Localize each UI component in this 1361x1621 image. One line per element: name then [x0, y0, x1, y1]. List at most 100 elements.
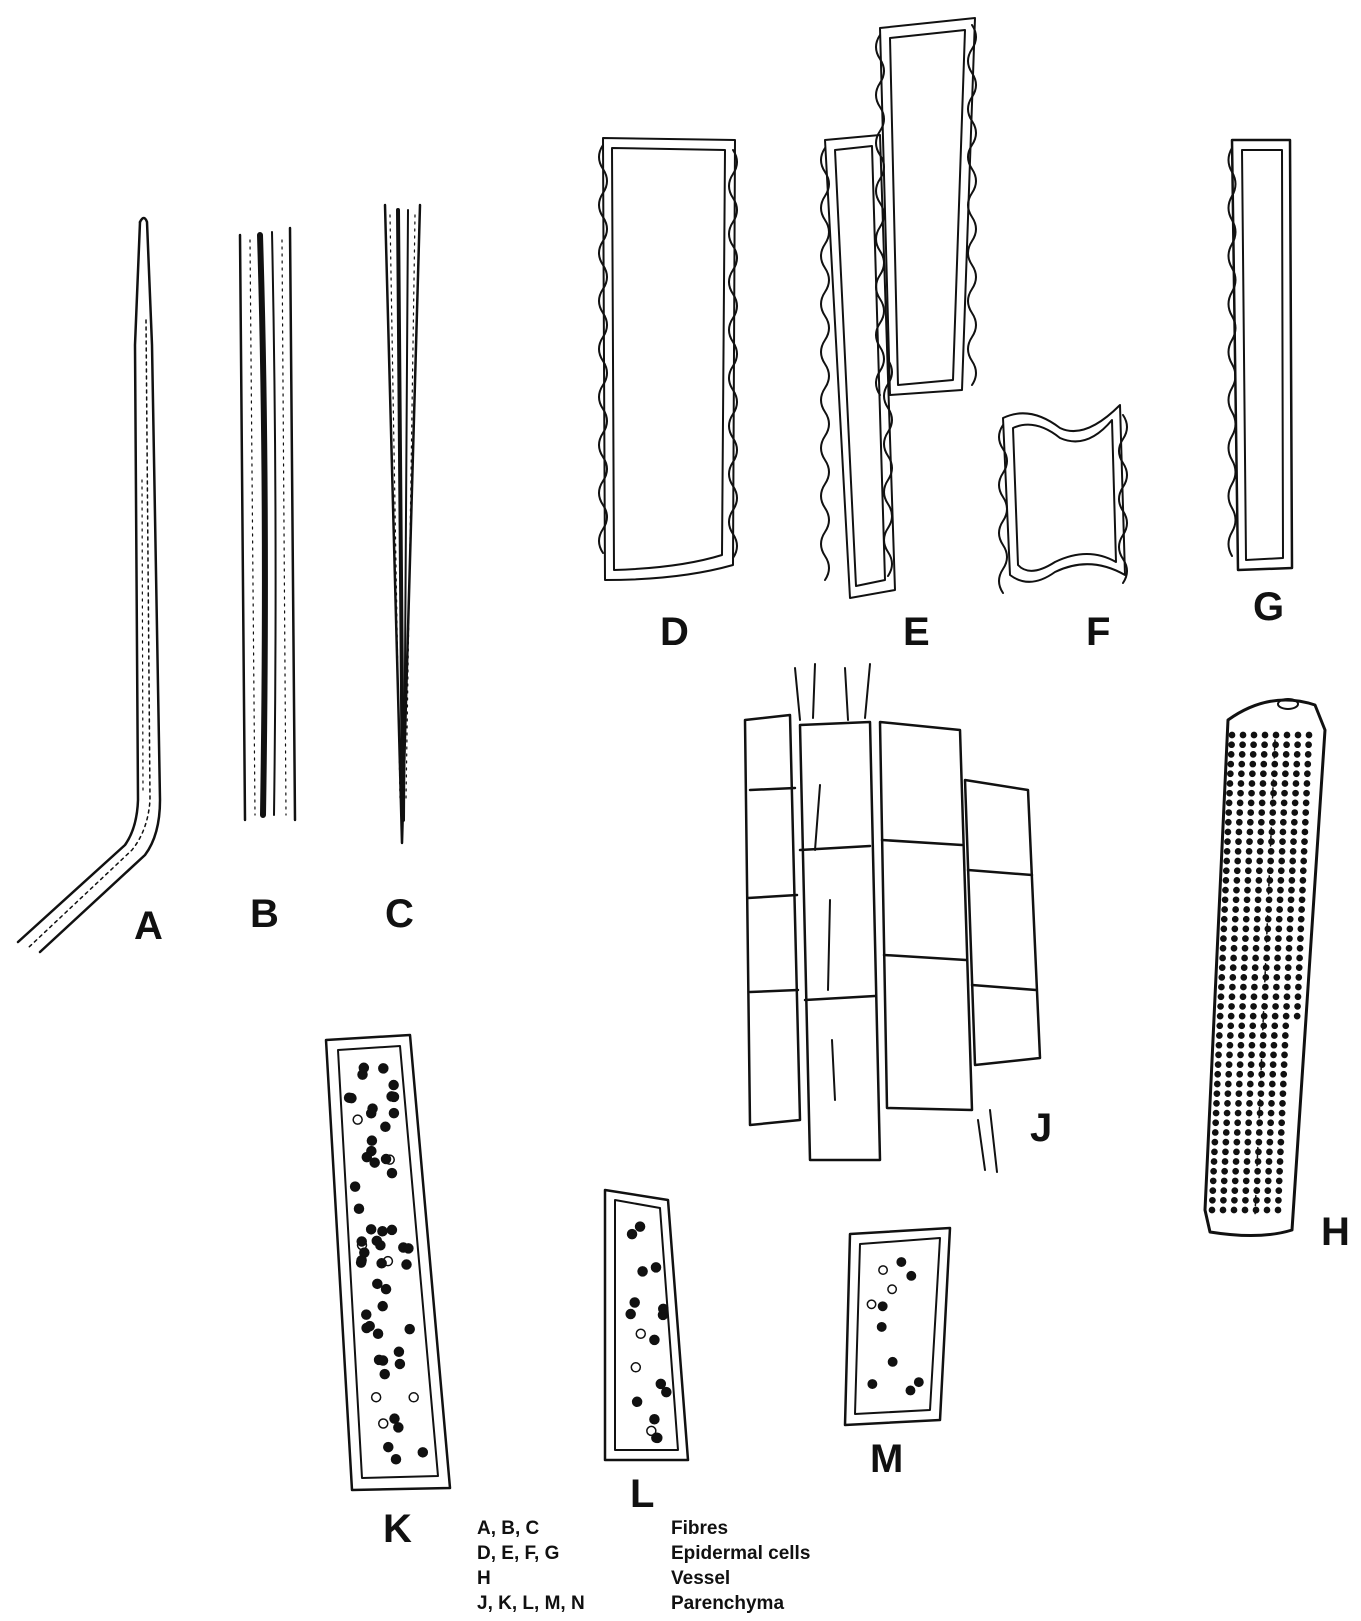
texture-dot — [1271, 1062, 1276, 1067]
texture-dot — [1271, 1043, 1276, 1048]
texture-dot — [1262, 752, 1267, 757]
texture-dot — [1221, 1198, 1226, 1203]
texture-dot — [1214, 1101, 1219, 1106]
texture-dot — [1223, 888, 1228, 893]
texture-dot — [384, 1443, 393, 1452]
texture-dot — [1292, 810, 1297, 815]
texture-dot — [1242, 965, 1247, 970]
texture-dot — [1271, 791, 1276, 796]
texture-dot — [1227, 791, 1232, 796]
texture-dot — [1262, 1004, 1267, 1009]
texture-dot — [1266, 1169, 1271, 1174]
texture-dot — [1285, 975, 1290, 980]
texture-dot — [368, 1104, 377, 1113]
texture-dot — [1286, 955, 1291, 960]
texture-dot — [402, 1260, 411, 1269]
texture-dot — [1245, 1140, 1250, 1145]
texture-dot — [379, 1419, 388, 1428]
texture-dot — [1255, 917, 1260, 922]
texture-dot — [1305, 761, 1310, 766]
texture-dot — [1283, 761, 1288, 766]
texture-dot — [1277, 1169, 1282, 1174]
texture-dot — [1259, 810, 1264, 815]
texture-dot — [1225, 1091, 1230, 1096]
texture-dot — [1213, 1120, 1218, 1125]
texture-dot — [1245, 878, 1250, 883]
texture-dot — [1235, 1120, 1240, 1125]
texture-dot — [1260, 791, 1265, 796]
texture-dot — [370, 1158, 379, 1167]
texture-dot — [1271, 800, 1276, 805]
texture-dot — [1271, 1052, 1276, 1057]
texture-dot — [1258, 849, 1263, 854]
texture-dot — [1260, 800, 1265, 805]
texture-dot — [867, 1300, 875, 1308]
texture-dot — [394, 1423, 403, 1432]
texture-dot — [1226, 810, 1231, 815]
texture-dot — [1253, 946, 1258, 951]
texture-dot — [1272, 1023, 1277, 1028]
texture-dot — [1279, 1120, 1284, 1125]
texture-dot — [630, 1298, 639, 1307]
texture-dot — [1282, 1052, 1287, 1057]
texture-dot — [1299, 907, 1304, 912]
texture-dot — [1242, 1207, 1247, 1212]
texture-dot — [394, 1347, 403, 1356]
texture-dot — [1264, 965, 1269, 970]
texture-dot — [1253, 1207, 1258, 1212]
texture-dot — [1226, 1081, 1231, 1086]
texture-dot — [1225, 829, 1230, 834]
texture-dot — [1233, 1178, 1238, 1183]
texture-dot — [1282, 1043, 1287, 1048]
texture-dot — [1287, 926, 1292, 931]
texture-dot — [1302, 829, 1307, 834]
texture-dot — [1280, 829, 1285, 834]
texture-dot — [387, 1169, 396, 1178]
texture-dot — [390, 1414, 399, 1423]
texture-dot — [1247, 849, 1252, 854]
texture-dot — [1250, 771, 1255, 776]
parenchyma-m-dots — [867, 1258, 923, 1395]
texture-dot — [1263, 984, 1268, 989]
texture-dot — [1232, 1188, 1237, 1193]
texture-dot — [1296, 975, 1301, 980]
texture-dot — [1293, 781, 1298, 786]
texture-dot — [1234, 1149, 1239, 1154]
texture-dot — [1222, 1178, 1227, 1183]
texture-dot — [1259, 1072, 1264, 1077]
texture-dot — [1257, 1120, 1262, 1125]
texture-dot — [372, 1393, 381, 1402]
texture-dot — [1240, 752, 1245, 757]
texture-dot — [1257, 868, 1262, 873]
texture-dot — [1288, 897, 1293, 902]
texture-dot — [1302, 839, 1307, 844]
texture-dot — [1287, 936, 1292, 941]
texture-dot — [1243, 1198, 1248, 1203]
texture-dot — [1249, 1062, 1254, 1067]
texture-dot — [359, 1063, 368, 1072]
texture-dot — [1258, 1101, 1263, 1106]
texture-dot — [1273, 994, 1278, 999]
texture-dot — [1237, 820, 1242, 825]
texture-dot — [418, 1448, 427, 1457]
texture-dot — [1267, 878, 1272, 883]
texture-dot — [1281, 1081, 1286, 1086]
texture-dot — [1225, 1101, 1230, 1106]
texture-dot — [1270, 820, 1275, 825]
texture-dot — [1235, 868, 1240, 873]
texture-dot — [378, 1227, 387, 1236]
texture-dot — [1228, 1023, 1233, 1028]
texture-dot — [1273, 1004, 1278, 1009]
texture-dot — [1219, 975, 1224, 980]
epidermal-cell-g — [1229, 140, 1293, 570]
texture-dot — [1243, 926, 1248, 931]
texture-dot — [1222, 907, 1227, 912]
texture-dot — [897, 1258, 905, 1266]
texture-dot — [1234, 888, 1239, 893]
texture-dot — [1304, 800, 1309, 805]
texture-dot — [1212, 1149, 1217, 1154]
texture-dot — [1265, 936, 1270, 941]
texture-dot — [1269, 1091, 1274, 1096]
legend-letters-fibres: A, B, C — [477, 1518, 540, 1539]
texture-dot — [1295, 1014, 1300, 1019]
